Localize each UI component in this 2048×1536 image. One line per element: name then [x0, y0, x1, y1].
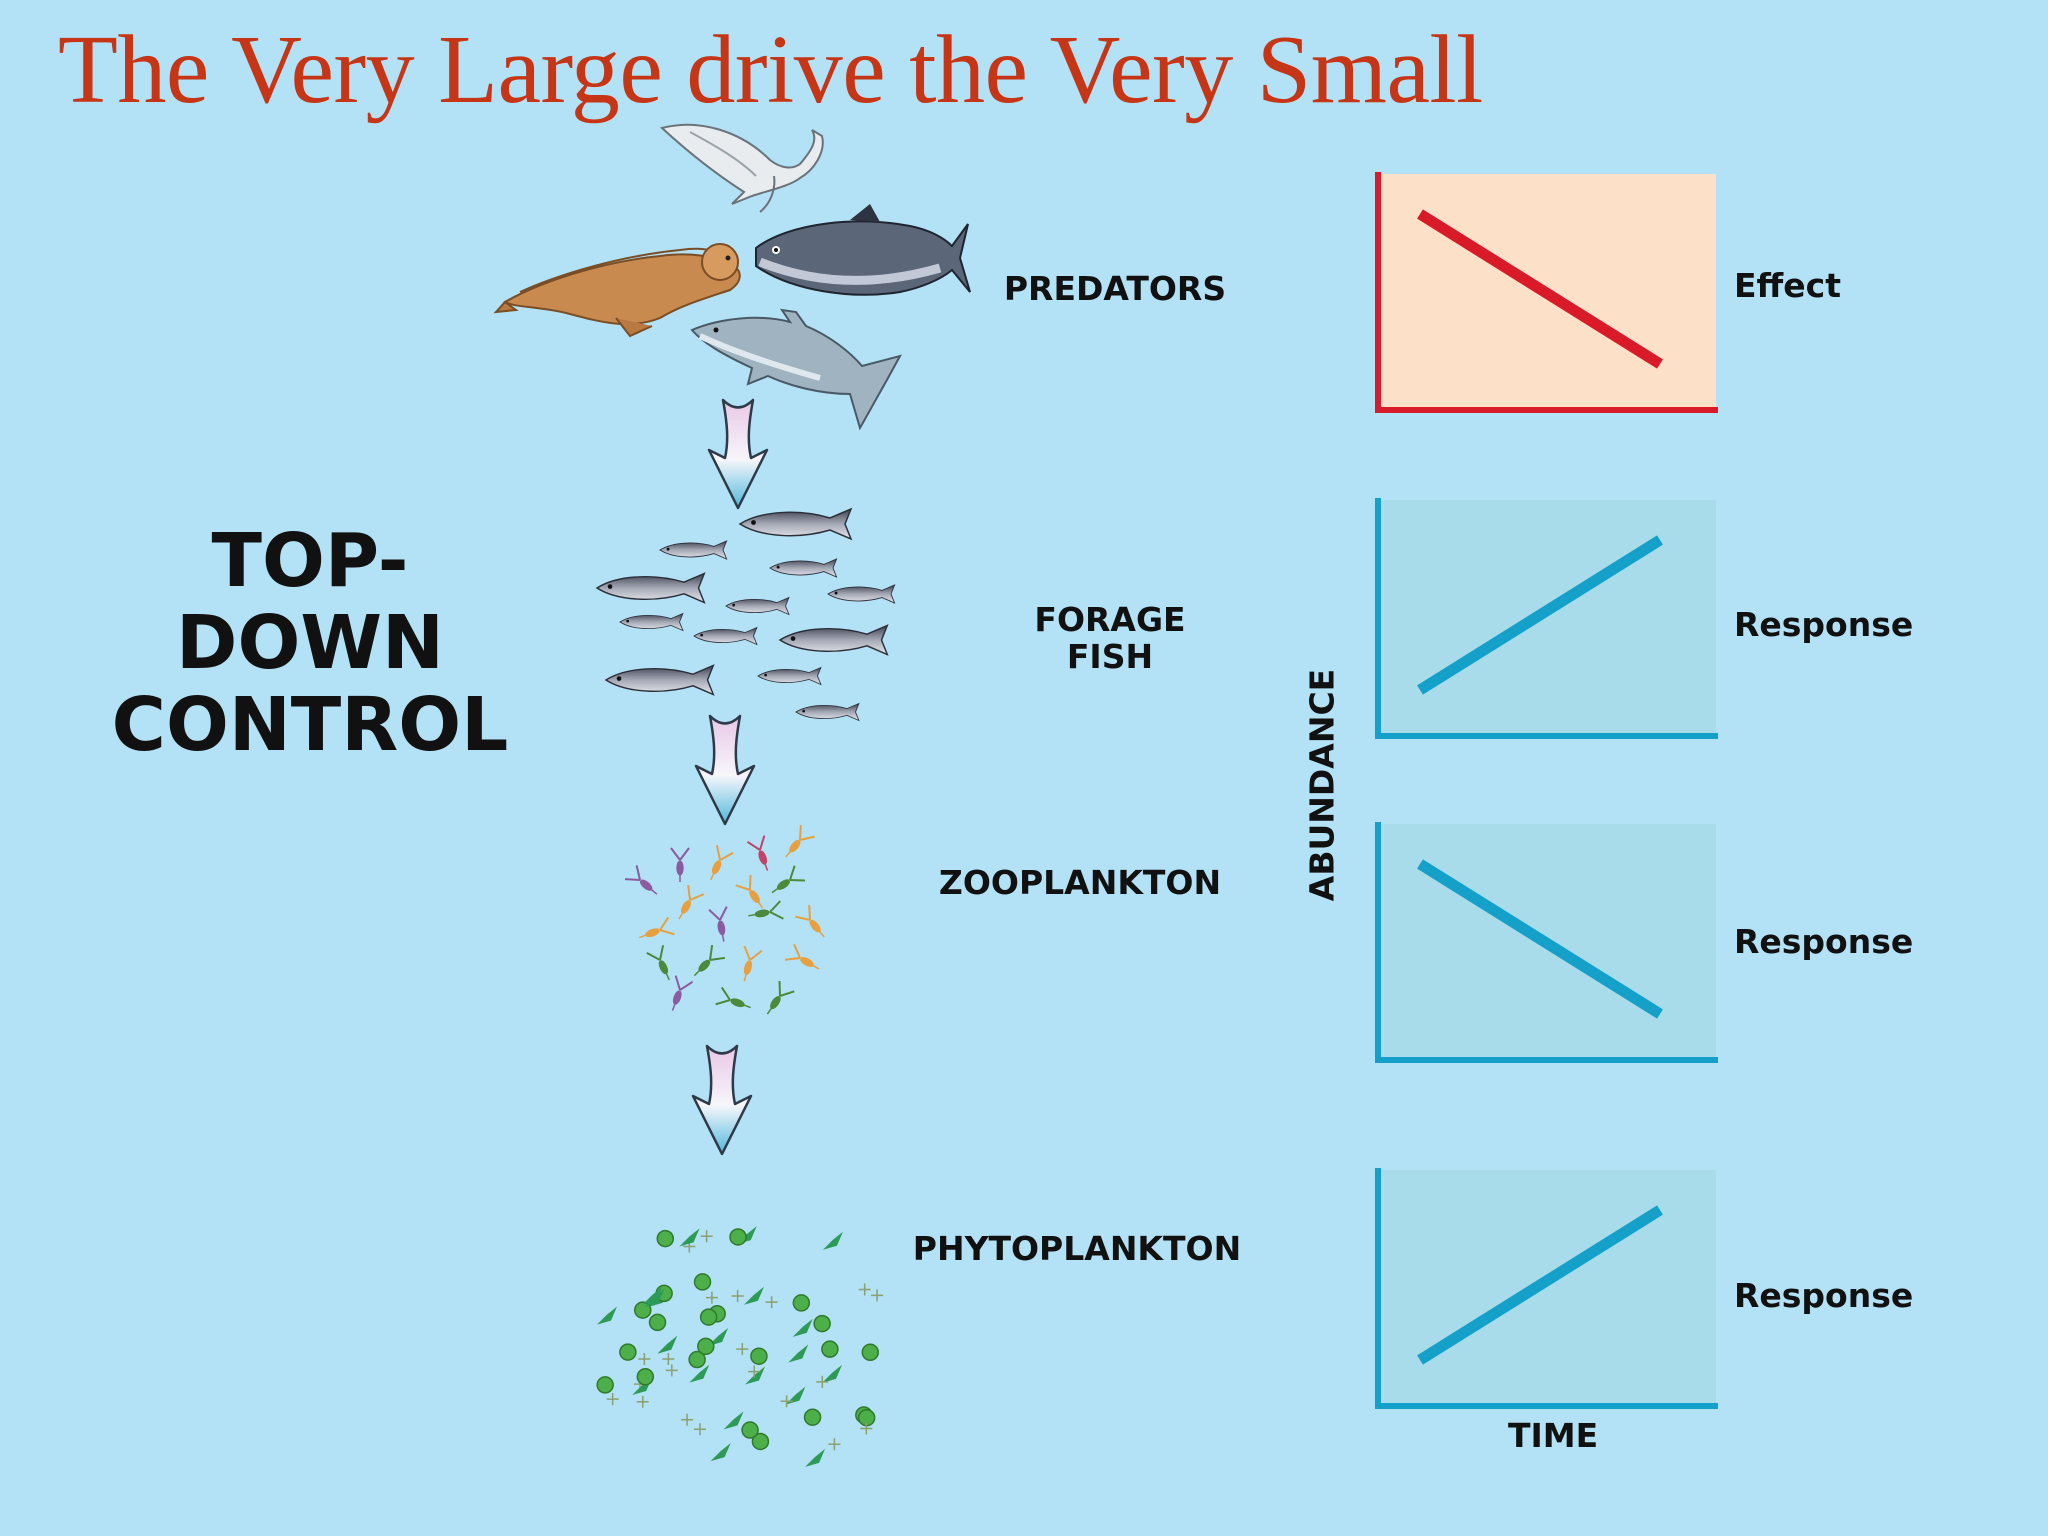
phytoplankton-cell — [697, 1337, 715, 1356]
phytoplankton-cell — [693, 1423, 706, 1436]
trend-graph-phytoplankton — [1375, 1168, 1718, 1409]
level-label-predators: PREDATORS — [1003, 269, 1227, 308]
phytoplankton-cell — [679, 1228, 700, 1247]
trend-line — [1417, 535, 1663, 695]
phytoplankton-cell — [619, 1343, 637, 1361]
phytoplankton-cell — [860, 1422, 873, 1435]
slide-title: The Very Large drive the Very Small — [58, 16, 1483, 124]
phytoplankton-cell — [606, 1393, 619, 1406]
phytoplankton-cell — [636, 1368, 655, 1386]
phytoplankton-cell — [700, 1230, 713, 1243]
phytoplankton-cell — [780, 1395, 793, 1408]
phytoplankton-cell — [636, 1395, 649, 1408]
phytoplankton-cell — [805, 1448, 826, 1467]
down-arrow-icon — [694, 714, 756, 826]
phytoplankton-cell — [596, 1376, 614, 1394]
phytoplankton-cell — [813, 1314, 831, 1333]
y-axis-label: ABUNDANCE — [1302, 668, 1342, 902]
response-label-phytoplankton: Response — [1734, 1276, 1914, 1315]
forage-fish-text: FORAGE FISH — [1034, 600, 1186, 676]
seal-icon — [493, 243, 741, 338]
phytoplankton-cell — [822, 1364, 843, 1383]
shark-icon — [690, 308, 902, 431]
graph-axes — [1375, 1168, 1718, 1409]
phytoplankton-cell — [803, 1408, 822, 1426]
phytoplankton-cell — [741, 1421, 759, 1439]
graph-axes — [1375, 498, 1718, 739]
phytoplankton-cell — [705, 1291, 718, 1304]
phytoplankton-cell — [822, 1231, 843, 1250]
phytoplankton-cell — [699, 1308, 718, 1326]
seagull-icon — [659, 123, 824, 213]
phytoplankton-cell — [792, 1294, 811, 1312]
phytoplankton-cell — [681, 1413, 694, 1426]
trend-line — [1417, 1205, 1663, 1365]
phytoplankton-cell — [642, 1286, 663, 1305]
phytoplankton-cell — [708, 1327, 729, 1346]
down-arrow-icon — [707, 398, 769, 510]
control-label-line1: TOP-DOWN — [176, 518, 444, 686]
phytoplankton-cell — [662, 1353, 675, 1366]
trend-line — [1417, 209, 1663, 369]
phytoplankton-cell — [751, 1432, 770, 1451]
effect-label: Effect — [1734, 266, 1841, 305]
graph-background — [1380, 1170, 1716, 1404]
phytoplankton-cell — [665, 1364, 678, 1377]
phytoplankton-cell — [821, 1340, 839, 1358]
phytoplankton-cell — [745, 1366, 766, 1385]
phytoplankton-cell — [688, 1350, 706, 1369]
graph-axes — [1375, 172, 1718, 413]
level-label-phytoplankton: PHYTOPLANKTON — [912, 1229, 1242, 1268]
phytoplankton-icon — [596, 1226, 884, 1467]
phytoplankton-cell — [693, 1273, 712, 1291]
trend-graph-zooplankton — [1375, 822, 1718, 1063]
phytoplankton-cell — [750, 1347, 768, 1365]
phytoplankton-cell — [828, 1438, 841, 1451]
phytoplankton-cell — [657, 1335, 678, 1354]
phytoplankton-cell — [689, 1364, 710, 1383]
phytoplankton-cell — [858, 1283, 871, 1296]
control-label-line2: CONTROL — [111, 682, 509, 768]
tuna-icon — [755, 204, 971, 296]
copepod-icon — [624, 824, 833, 1021]
phytoplankton-cell — [743, 1286, 764, 1305]
phytoplankton-cell — [723, 1411, 744, 1430]
graph-background — [1380, 500, 1716, 734]
x-axis-label: TIME — [1508, 1416, 1599, 1455]
phytoplankton-cell — [710, 1443, 731, 1462]
phytoplankton-cell — [729, 1228, 747, 1246]
phytoplankton-cell — [731, 1290, 744, 1303]
phytoplankton-cell — [792, 1318, 813, 1337]
response-label-forage-fish: Response — [1734, 605, 1914, 644]
trend-graph-forage-fish — [1375, 498, 1718, 739]
phytoplankton-cell — [785, 1386, 806, 1405]
phytoplankton-cell — [788, 1344, 809, 1363]
top-down-control-label: TOP-DOWN CONTROL — [80, 520, 540, 766]
phytoplankton-cell — [648, 1313, 667, 1332]
phytoplankton-cell — [871, 1289, 884, 1302]
down-arrow-icon — [691, 1044, 753, 1156]
trend-graph-predators — [1375, 172, 1718, 413]
phytoplankton-cell — [656, 1229, 675, 1248]
phytoplankton-cell — [638, 1352, 651, 1365]
phytoplankton-cell — [736, 1343, 749, 1356]
phytoplankton-cell — [861, 1343, 880, 1362]
response-label-zooplankton: Response — [1734, 922, 1914, 961]
phytoplankton-cell — [816, 1375, 829, 1388]
trend-line — [1417, 859, 1663, 1019]
phytoplankton-cell — [748, 1365, 761, 1378]
level-label-forage-fish: FORAGE FISH — [1000, 564, 1220, 675]
phytoplankton-cell — [596, 1306, 617, 1325]
phytoplankton-cell — [765, 1296, 778, 1309]
graph-axes — [1375, 822, 1718, 1063]
level-label-zooplankton: ZOOPLANKTON — [938, 863, 1222, 902]
sardine-icon — [596, 508, 896, 721]
